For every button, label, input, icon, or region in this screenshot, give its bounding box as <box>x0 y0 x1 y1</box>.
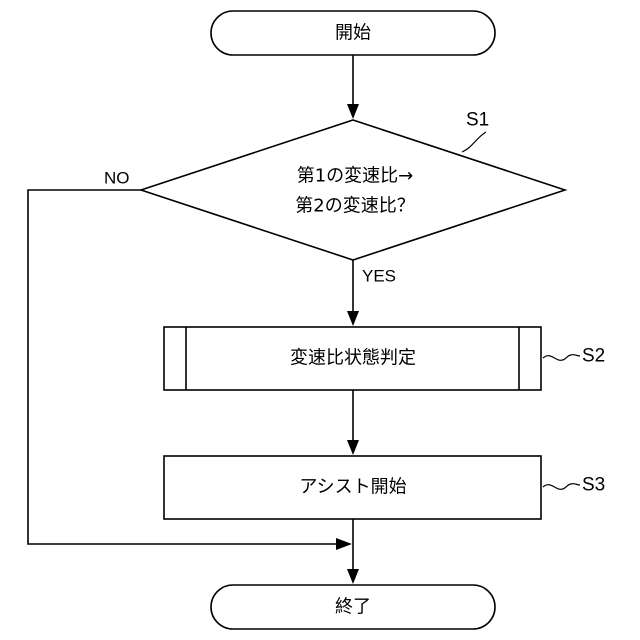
arrow-start-to-decision <box>347 55 359 119</box>
arrow-s3-to-end <box>347 519 359 584</box>
yes-label: YES <box>362 267 396 286</box>
decision-s1: 第1の変速比→ 第2の変速比？ <box>141 120 565 260</box>
process-s2-label: 変速比状態判定 <box>290 348 416 369</box>
process-s2: 変速比状態判定 <box>164 327 541 390</box>
decision-label-line1: 第1の変速比→ <box>297 166 414 187</box>
start-label: 開始 <box>335 23 371 44</box>
arrow-s2-to-s3 <box>347 390 359 455</box>
end-label: 終了 <box>335 597 371 618</box>
process-s3-label: アシスト開始 <box>299 477 406 498</box>
end-terminal: 終了 <box>211 585 495 629</box>
ref-s2: S2 <box>543 346 605 367</box>
arrow-decision-to-s2: YES <box>347 260 396 326</box>
process-s3: アシスト開始 <box>164 456 541 519</box>
start-terminal: 開始 <box>211 11 495 55</box>
ref-s3: S3 <box>543 475 605 496</box>
no-label: NO <box>104 169 130 188</box>
ref-s1: S1 <box>462 110 489 153</box>
decision-label-line2: 第2の変速比？ <box>295 196 414 217</box>
ref-s2-label: S2 <box>582 346 605 367</box>
ref-s1-label: S1 <box>466 110 489 131</box>
ref-s3-label: S3 <box>582 475 605 496</box>
